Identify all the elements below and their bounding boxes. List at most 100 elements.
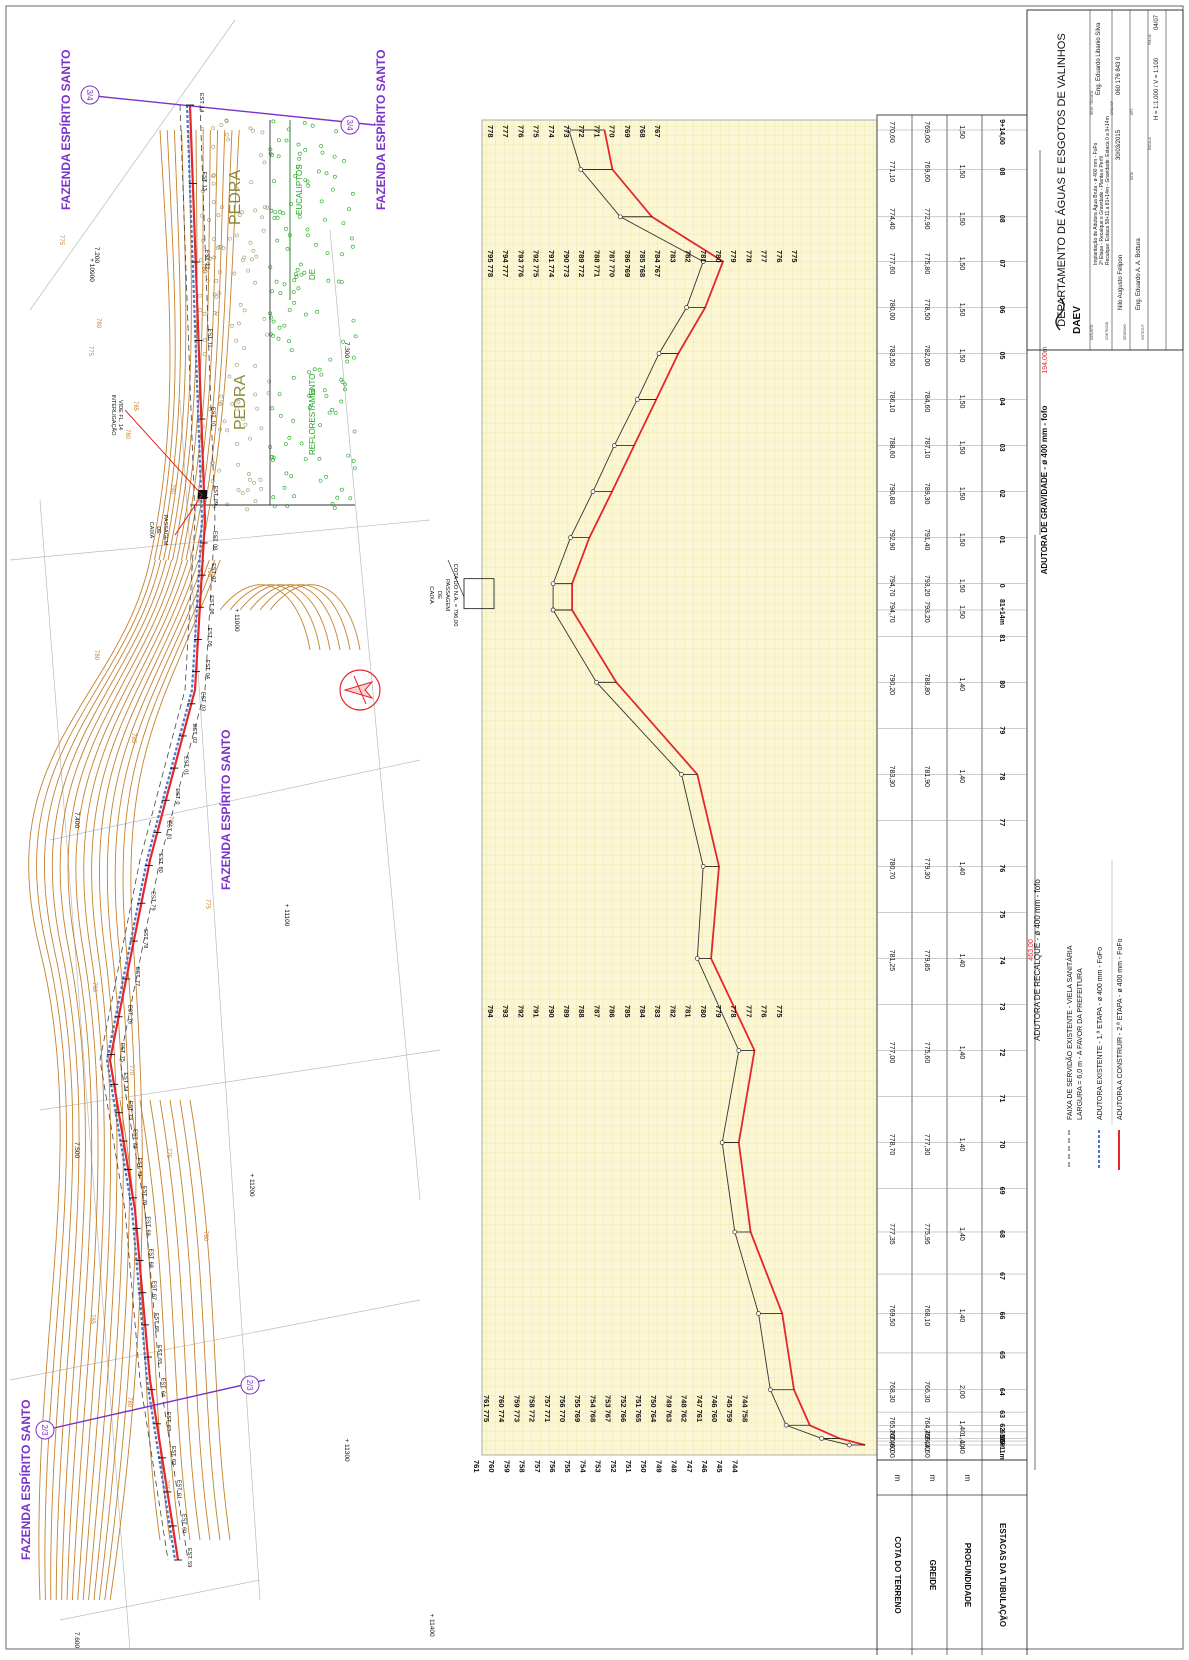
station-value: 67 <box>998 1272 1005 1280</box>
legend-label: ADUTORA A CONSTRUIR - 2.ª ETAPA - ø 400 … <box>1117 938 1124 1120</box>
title-block: DEPARTAMENTO DE ÁGUAS E ESGOTOS DE VALIN… <box>1026 9 1184 351</box>
elevation-label: 744 <box>730 1460 739 1473</box>
station-value: 05 <box>998 352 1005 360</box>
leader-line <box>447 559 465 597</box>
terrain-point <box>700 864 706 869</box>
terrain-point <box>566 127 572 133</box>
gravity-label: ADUTORA DE GRAVIDADE - ø 400 mm - fofo <box>1040 406 1049 575</box>
station-label: EST. 80 <box>157 853 163 872</box>
vegetation-mark <box>272 216 277 220</box>
station-value: 9+14,00 <box>998 119 1005 145</box>
passage-box-note: CAIXA <box>428 586 434 604</box>
depth-value: 1,40 <box>958 1434 965 1448</box>
vegetation-mark <box>319 144 324 148</box>
elevation-label: 760 <box>487 1460 496 1473</box>
vegetation-mark <box>303 178 308 183</box>
vegetation-mark <box>219 205 224 210</box>
elevation-label: 754 <box>578 1460 587 1473</box>
vegetation-mark <box>291 418 296 423</box>
field-label: ART. <box>1130 108 1134 115</box>
vegetation-mark <box>326 278 331 283</box>
elevation-label: 773 <box>562 125 571 138</box>
contour-label: 780 <box>93 650 99 661</box>
vegetation-mark <box>212 311 217 315</box>
contour-line <box>249 584 341 651</box>
terrain-value: 786,10 <box>888 391 895 413</box>
vegetation-mark <box>353 334 358 339</box>
vegetation-mark <box>307 393 312 398</box>
vegetation-mark <box>282 282 287 287</box>
grade-value: 787,10 <box>923 437 930 459</box>
contour-line <box>181 129 211 561</box>
vegetation-mark <box>252 480 256 485</box>
vegetation-mark <box>307 405 312 410</box>
vegetation-mark <box>296 286 301 291</box>
table-frame <box>876 114 1028 1660</box>
elevation-label: 777 <box>501 125 510 138</box>
vegetation-mark <box>303 147 308 152</box>
vegetation-mark <box>278 291 283 296</box>
vegetation-mark <box>206 255 211 260</box>
vegetation-mark <box>245 507 250 512</box>
terrain-value: 790,20 <box>888 674 895 696</box>
vegetation-mark <box>268 315 273 320</box>
depth-value: 1,40 <box>958 1440 965 1454</box>
elevation-label: 789 <box>562 1005 571 1018</box>
terrain-point <box>700 259 706 264</box>
elevation-label: 781 <box>684 1005 693 1018</box>
contour-label: 785 <box>130 733 136 744</box>
org-name: DEPARTAMENTO DE ÁGUAS E ESGOTOS DE VALIN… <box>1055 33 1068 326</box>
elevation-label: 775 <box>775 1005 784 1018</box>
vegetation-mark <box>294 274 299 279</box>
vegetation-mark <box>285 504 290 509</box>
vegetation-mark <box>281 211 286 216</box>
vegetation-mark <box>217 291 222 296</box>
station-value: 64 <box>998 1388 1005 1396</box>
contour-line <box>190 129 226 561</box>
vegetation-mark <box>262 205 267 210</box>
vegetation-mark <box>250 128 255 133</box>
vegetation-mark <box>330 501 335 506</box>
section-mark-circle <box>340 115 360 135</box>
area-label: DE <box>308 269 317 280</box>
station-label: EST. 69 <box>145 1216 151 1235</box>
elevation-label: 778 <box>729 1005 738 1018</box>
depth-value: 1,40 <box>958 1227 965 1241</box>
elevation-label: 746 760 <box>710 1395 719 1422</box>
terrain-value: 780,70 <box>888 858 895 880</box>
elevation-label: 761 <box>472 1460 481 1473</box>
station-value: 03 <box>998 444 1005 452</box>
vegetation-mark <box>234 233 239 238</box>
vegetation-mark <box>303 457 308 462</box>
station-label: EST. 75 <box>119 1043 125 1062</box>
elevation-label: 779 <box>729 250 738 263</box>
terrain-point <box>846 1442 852 1448</box>
grade-value: 781,90 <box>923 766 930 788</box>
elevation-label: 775 <box>532 125 541 138</box>
coordinate-grid <box>9 19 441 1651</box>
station-label: EST. 71 <box>136 1157 142 1176</box>
station-label: EST. 12 <box>204 250 210 269</box>
elevation-label: 771 <box>592 125 601 138</box>
terrain-value: 771,10 <box>888 161 895 183</box>
vegetation-mark <box>343 382 347 387</box>
station-label: EST. 65 <box>156 1345 162 1364</box>
vegetation-mark <box>232 271 237 276</box>
grade-line <box>571 129 725 610</box>
contour-line <box>179 1099 221 1541</box>
vegetation-mark <box>241 417 246 421</box>
terrain-point <box>783 1422 789 1428</box>
pump-label: ADUTORA DE RECALQUE - ø 400 mm - fofo <box>1033 879 1042 1041</box>
vegetation-mark <box>352 429 357 434</box>
station-label: EST. 78 <box>142 929 148 948</box>
vegetation-mark <box>316 169 321 174</box>
vegetation-mark <box>243 422 248 427</box>
section-mark-circle <box>80 85 100 105</box>
grade-value: 775,60 <box>923 1042 930 1064</box>
vegetation-mark <box>305 233 310 238</box>
elevation-label: 780 <box>699 1005 708 1018</box>
section-line <box>44 1379 266 1431</box>
vegetation-mark <box>292 278 297 283</box>
vegetation-mark <box>258 153 263 158</box>
